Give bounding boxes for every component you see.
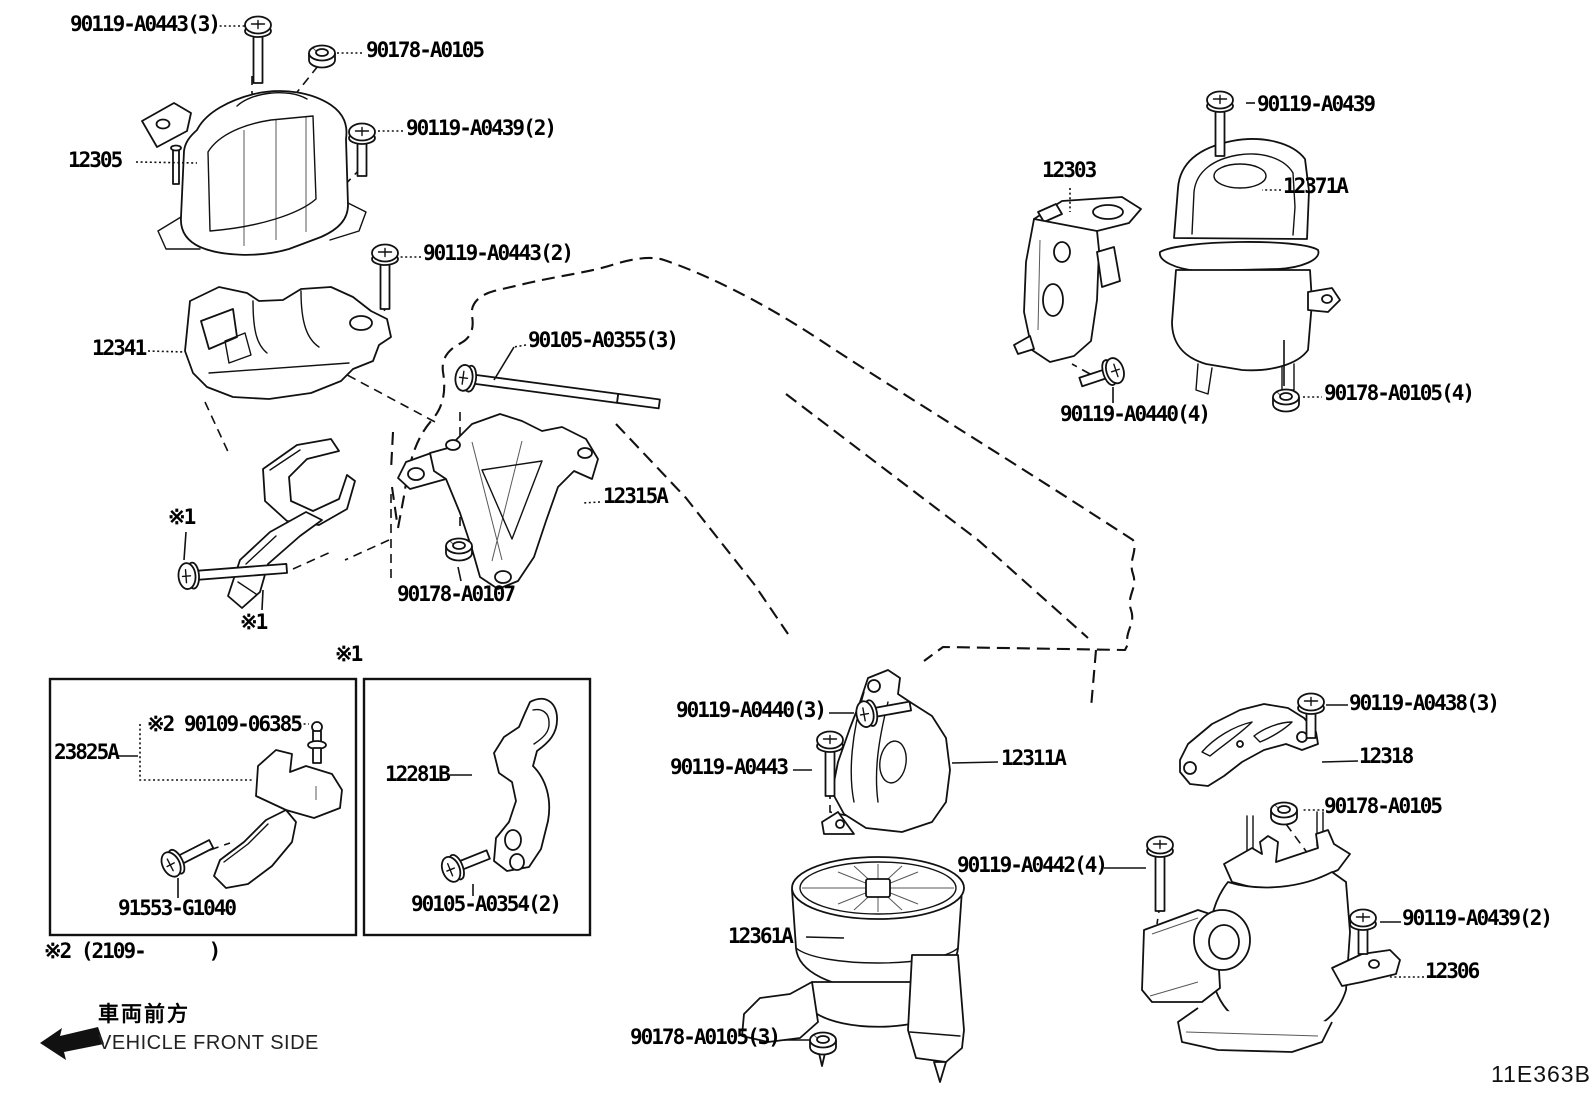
nut-icon-90178-a0105-3 bbox=[809, 1031, 837, 1056]
label-part-12318: 12318 bbox=[1359, 744, 1414, 768]
label-part-23825a: 23825A bbox=[54, 740, 120, 764]
label-note1-b: ※1 bbox=[240, 610, 268, 634]
bolt-icon-note1 bbox=[176, 561, 288, 591]
part-drawing-12371a bbox=[1159, 138, 1341, 395]
part-drawing-23825a bbox=[213, 749, 343, 889]
leader-lines bbox=[118, 25, 1424, 1041]
label-bolt-91553-g1040: 91553-G1040 bbox=[118, 896, 237, 920]
bolt-icon-90119-a0443-3 bbox=[244, 15, 272, 84]
label-part-12303: 12303 bbox=[1042, 158, 1097, 182]
label-part-12361a: 12361A bbox=[728, 924, 794, 948]
part-drawing-12281b bbox=[493, 697, 558, 872]
label-bolt-90119-a0443: 90119-A0443 bbox=[670, 755, 789, 779]
part-drawing-12305 bbox=[141, 90, 367, 256]
label-bolt-90119-a0440-4: 90119-A0440(4) bbox=[1060, 402, 1211, 426]
bolt-icon-90119-a0438-3 bbox=[1297, 692, 1325, 739]
label-bolt-90105-a0354-2: 90105-A0354(2) bbox=[411, 892, 562, 916]
label-diagram-code: 11E363B bbox=[1491, 1061, 1591, 1087]
part-drawing-12318 bbox=[1179, 703, 1319, 787]
label-bolt-90119-a0439-tr: 90119-A0439 bbox=[1257, 92, 1376, 116]
bolt-icon-90119-a0439-tr bbox=[1206, 90, 1234, 157]
engine-outline bbox=[389, 256, 1136, 709]
bolt-icon-90105-a0355-3 bbox=[452, 362, 661, 410]
label-note2-applicability: ※2 (2109- ) bbox=[44, 939, 221, 963]
part-drawing-12341 bbox=[184, 286, 392, 400]
bolt-icon-90119-a0443-2 bbox=[371, 243, 399, 310]
part-drawing-12361a bbox=[741, 856, 965, 1083]
bolt-icon-91553-g1040 bbox=[156, 839, 215, 881]
label-bolt-90119-a0443-3: 90119-A0443(3) bbox=[70, 12, 221, 36]
part-drawing-protector-lower bbox=[227, 511, 323, 609]
label-nut-90178-a0105-3: 90178-A0105(3) bbox=[630, 1025, 781, 1049]
label-part-12315a: 12315A bbox=[603, 484, 669, 508]
bolt-icon-90119-a0439-2-top bbox=[348, 122, 376, 177]
label-part-12306: 12306 bbox=[1425, 959, 1480, 983]
label-bolt-90105-a0355-3: 90105-A0355(3) bbox=[528, 328, 679, 352]
nut-icon-90178-a0107 bbox=[445, 537, 473, 562]
part-drawing-12311a bbox=[821, 669, 951, 835]
bolt-icon-90119-a0442-4 bbox=[1146, 835, 1174, 912]
pin-icon-90109-06385 bbox=[307, 721, 327, 764]
label-part-12311a: 12311A bbox=[1001, 746, 1067, 770]
bolt-icon-90119-a0440-3 bbox=[853, 698, 912, 730]
label-bolt-90119-a0440-3: 90119-A0440(3) bbox=[676, 698, 827, 722]
label-note1-a: ※1 bbox=[168, 505, 196, 529]
part-drawing-protector-upper bbox=[262, 438, 356, 526]
label-part-12371a: 12371A bbox=[1283, 174, 1349, 198]
label-nut-90178-a0107: 90178-A0107 bbox=[397, 582, 516, 606]
label-bolt-90119-a0438-3: 90119-A0438(3) bbox=[1349, 691, 1500, 715]
part-drawing-12306 bbox=[1141, 811, 1401, 1053]
label-pin-90109-06385: ※2 90109-06385 bbox=[147, 712, 303, 736]
bolt-icon-90119-a0439-2-br bbox=[1349, 908, 1377, 955]
label-nut-90178-a0105-top: 90178-A0105 bbox=[366, 38, 485, 62]
label-front-jp: 車両前方 bbox=[98, 1002, 190, 1026]
part-drawing-12315a bbox=[397, 413, 599, 590]
nut-icon-90178-a0105-top bbox=[308, 44, 336, 69]
nut-icon-90178-a0105-mid bbox=[1270, 801, 1298, 826]
label-part-12341: 12341 bbox=[92, 336, 147, 360]
label-front-en: VEHICLE FRONT SIDE bbox=[98, 1032, 319, 1054]
label-part-12281b: 12281B bbox=[385, 762, 451, 786]
vehicle-front-arrow-icon bbox=[40, 1027, 104, 1060]
label-bolt-90119-a0439-2-top: 90119-A0439(2) bbox=[406, 116, 557, 140]
label-part-12305: 12305 bbox=[68, 148, 123, 172]
part-drawing-12303 bbox=[1013, 196, 1142, 363]
bolt-icon-90105-a0354-2 bbox=[437, 849, 491, 886]
label-note1-c: ※1 bbox=[335, 642, 363, 666]
label-bolt-90119-a0439-2-br: 90119-A0439(2) bbox=[1402, 906, 1553, 930]
label-nut-90178-a0105-4: 90178-A0105(4) bbox=[1324, 381, 1475, 405]
label-bolt-90119-a0443-2: 90119-A0443(2) bbox=[423, 241, 574, 265]
label-bolt-90119-a0442-4: 90119-A0442(4) bbox=[957, 853, 1108, 877]
note-box bbox=[48, 677, 592, 937]
bolt-icon-90119-a0440-4 bbox=[1078, 354, 1129, 388]
label-nut-90178-a0105-mid: 90178-A0105 bbox=[1324, 794, 1443, 818]
nut-icon-90178-a0105-4 bbox=[1272, 388, 1300, 413]
bolt-icon-90119-a0443 bbox=[816, 730, 844, 797]
